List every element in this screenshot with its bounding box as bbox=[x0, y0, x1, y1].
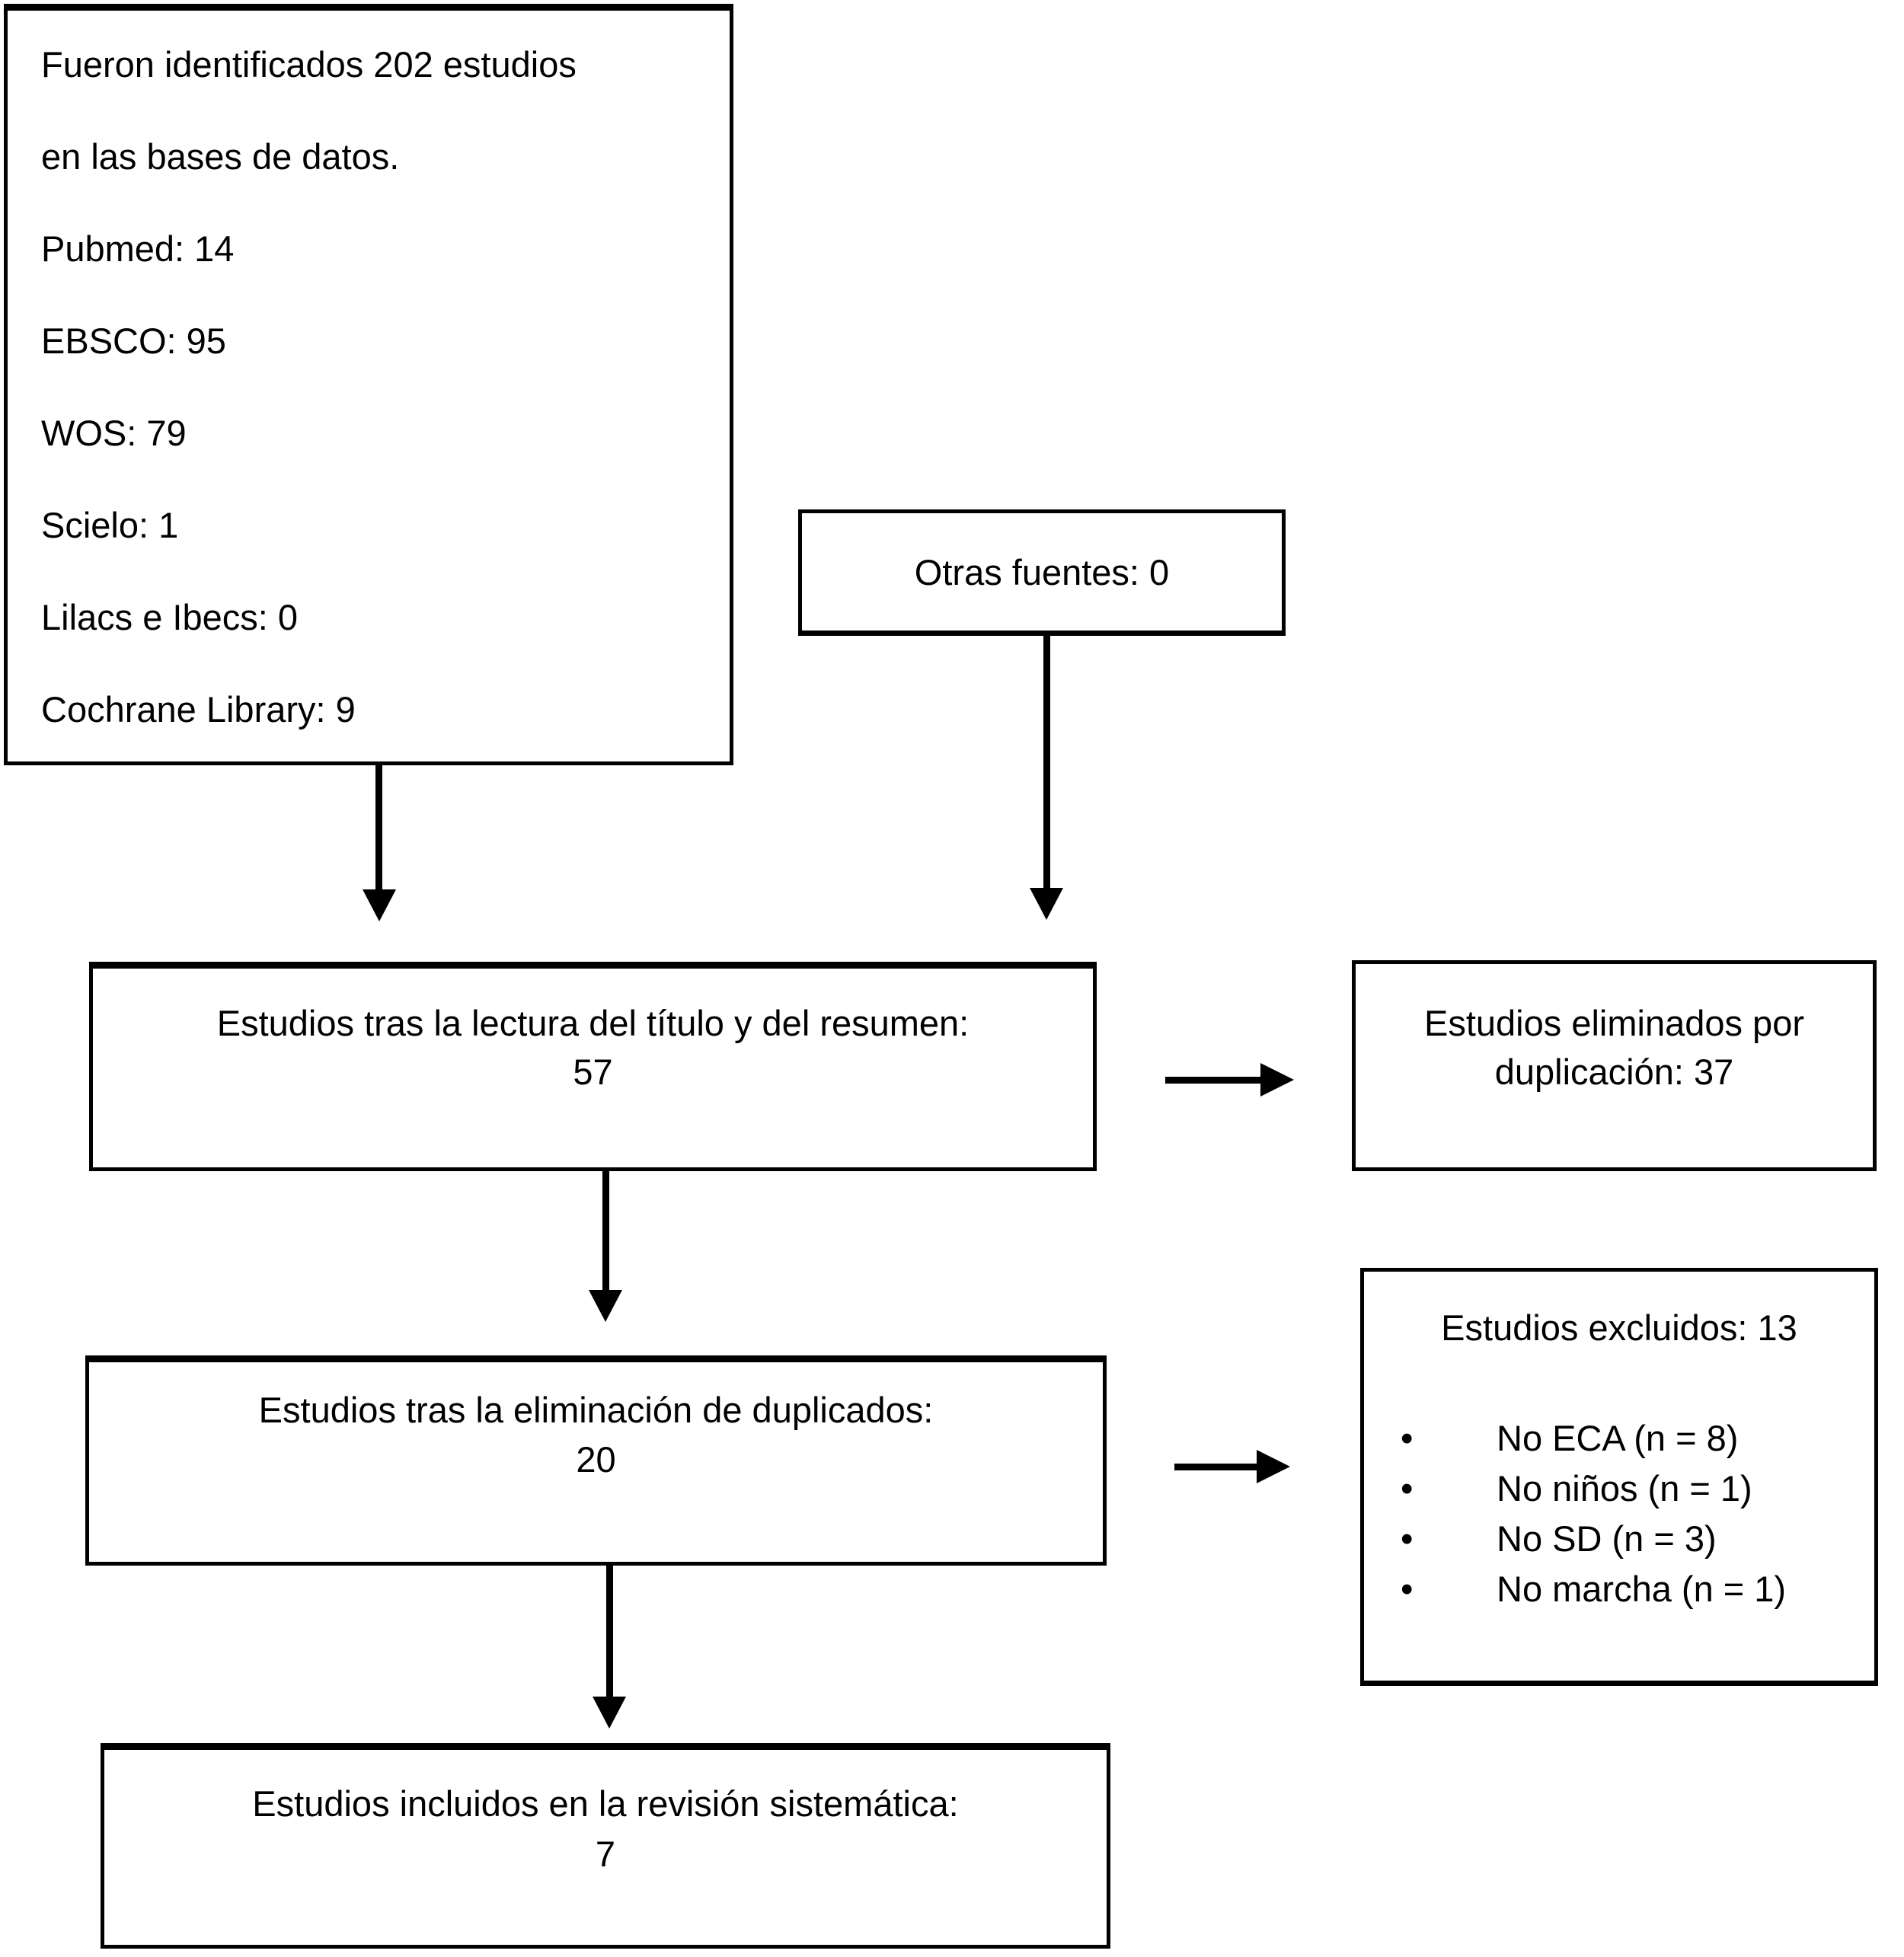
arrow-dedup-to-excluded-head bbox=[1257, 1450, 1290, 1483]
bullet-icon: • bbox=[1401, 1468, 1414, 1508]
arrow-identified-to-screened-head bbox=[363, 889, 396, 921]
after-dedup-count: 20 bbox=[576, 1439, 616, 1480]
arrow-screened-to-dedup-head bbox=[589, 1290, 622, 1322]
duplicates-removed-line-1: Estudios eliminados por bbox=[1424, 1003, 1804, 1043]
excluded-reason-ninos: No niños (n = 1) bbox=[1497, 1468, 1752, 1508]
excluded-title: Estudios excluidos: 13 bbox=[1441, 1307, 1797, 1348]
excluded-reason-item: • No niños (n = 1) bbox=[1401, 1464, 1874, 1514]
other-sources-box: Otras fuentes: 0 bbox=[798, 509, 1286, 636]
identified-studies-box: Fueron identificados 202 estudios en las… bbox=[4, 4, 733, 765]
identified-line-cochrane: Cochrane Library: 9 bbox=[41, 689, 356, 729]
identified-line-1: Fueron identificados 202 estudios bbox=[41, 44, 577, 85]
excluded-reason-marcha: No marcha (n = 1) bbox=[1497, 1569, 1787, 1609]
title-abstract-label: Estudios tras la lectura del título y de… bbox=[216, 1003, 970, 1043]
title-abstract-count: 57 bbox=[573, 1052, 613, 1092]
identified-line-2: en las bases de datos. bbox=[41, 136, 400, 177]
excluded-reason-item: • No ECA (n = 8) bbox=[1401, 1413, 1874, 1464]
other-sources-label: Otras fuentes: 0 bbox=[914, 551, 1170, 592]
identified-line-lilacs: Lilacs e Ibecs: 0 bbox=[41, 597, 299, 637]
title-abstract-screened-box: Estudios tras la lectura del título y de… bbox=[89, 962, 1097, 1171]
excluded-reason-sd: No SD (n = 3) bbox=[1497, 1518, 1717, 1559]
duplicates-removed-box: Estudios eliminados por duplicación: 37 bbox=[1352, 960, 1877, 1171]
included-label: Estudios incluidos en la revisión sistem… bbox=[252, 1783, 959, 1824]
after-dedup-label: Estudios tras la eliminación de duplicad… bbox=[258, 1390, 934, 1430]
bullet-icon: • bbox=[1401, 1418, 1414, 1458]
excluded-reason-list: • No ECA (n = 8) • No niños (n = 1) • No… bbox=[1364, 1413, 1874, 1614]
arrow-other-to-screened-head bbox=[1030, 888, 1063, 920]
bullet-icon: • bbox=[1401, 1569, 1414, 1609]
identified-line-wos: WOS: 79 bbox=[41, 413, 187, 453]
excluded-studies-box: Estudios excluidos: 13 • No ECA (n = 8) … bbox=[1360, 1268, 1878, 1686]
bullet-icon: • bbox=[1401, 1518, 1414, 1559]
arrow-identified-to-screened bbox=[375, 765, 382, 892]
arrow-dedup-to-included bbox=[606, 1566, 613, 1698]
after-dedup-box: Estudios tras la eliminación de duplicad… bbox=[85, 1355, 1107, 1566]
arrow-dedup-to-included-head bbox=[593, 1697, 626, 1729]
included-studies-box: Estudios incluidos en la revisión sistem… bbox=[101, 1743, 1110, 1949]
arrow-screened-to-duplicates bbox=[1165, 1077, 1262, 1084]
arrow-dedup-to-excluded bbox=[1174, 1464, 1258, 1470]
arrow-other-to-screened bbox=[1043, 636, 1050, 891]
duplicates-removed-line-2: duplicación: 37 bbox=[1494, 1052, 1734, 1092]
arrow-screened-to-dedup bbox=[602, 1171, 609, 1291]
included-count: 7 bbox=[595, 1834, 616, 1874]
identified-line-scielo: Scielo: 1 bbox=[41, 505, 179, 545]
excluded-reason-item: • No marcha (n = 1) bbox=[1401, 1564, 1874, 1614]
arrow-screened-to-duplicates-head bbox=[1260, 1063, 1294, 1097]
identified-line-pubmed: Pubmed: 14 bbox=[41, 228, 235, 269]
identified-line-ebsco: EBSCO: 95 bbox=[41, 321, 226, 361]
excluded-reason-item: • No SD (n = 3) bbox=[1401, 1514, 1874, 1564]
excluded-reason-eca: No ECA (n = 8) bbox=[1497, 1418, 1739, 1458]
